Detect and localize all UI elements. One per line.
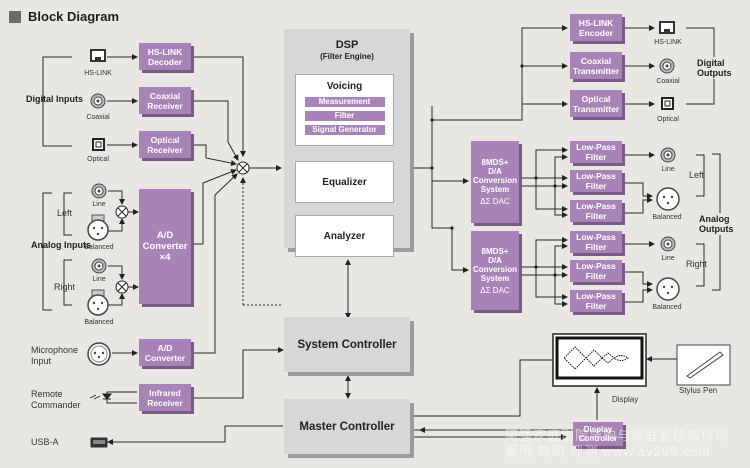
display-label: Display (612, 395, 639, 404)
system-controller-block: System Controller (284, 317, 410, 372)
measurement-strip: Measurement (304, 97, 385, 107)
optical-output-label: Optical (657, 116, 679, 123)
optical-output-port-icon (661, 97, 674, 110)
display-icon (552, 333, 647, 387)
digital-outputs-label: Digital Outputs (697, 57, 750, 79)
filter-strip: Filter (304, 111, 385, 121)
line-label: Line (92, 201, 106, 208)
title-square-icon (9, 10, 21, 23)
line-label: Line (92, 276, 106, 283)
coaxial-output-jack-icon (659, 58, 675, 74)
stylus-pen-icon (676, 344, 731, 386)
line-output-right-jack-icon (660, 236, 676, 252)
hs-link-port-icon (90, 49, 106, 62)
optical-port-icon (92, 138, 105, 151)
usb-a-port-icon (90, 437, 108, 448)
hs-link-output-port-icon (659, 21, 675, 34)
hs-link-encoder-block: HS-LINK Encoder (570, 14, 622, 41)
dac-block-2: 8MDS+ D/A Conversion System ΔΣ DAC (471, 231, 519, 310)
balanced-label: Balanced (84, 319, 114, 326)
xlr-balanced-input-right-icon (87, 289, 109, 316)
coaxial-jack-icon (90, 93, 106, 109)
coaxial-input-label: Coaxial (86, 114, 110, 121)
line-input-right-jack-icon (91, 258, 107, 274)
analog-outputs-label: Analog Outputs (699, 213, 750, 235)
left-output-channel-label: Left (689, 170, 705, 180)
xlr-balanced-output-left-icon (656, 187, 680, 211)
digital-inputs-label: Digital Inputs (26, 94, 83, 104)
balanced-label: Balanced (652, 304, 682, 311)
analog-inputs-label: Analog Inputs (31, 240, 91, 250)
optical-input-label: Optical (87, 156, 109, 163)
hs-link-input-label: HS-LINK (84, 70, 112, 77)
remote-commander-label: Remote Commander (31, 389, 81, 410)
line-input-left-jack-icon (91, 183, 107, 199)
xlr-balanced-output-right-icon (656, 277, 680, 301)
left-input-channel-label: Left (57, 208, 73, 218)
coaxial-transmitter-block: Coaxial Transmitter (570, 52, 622, 79)
usb-a-label: USB-A (31, 437, 59, 447)
line-output-left-jack-icon (660, 147, 676, 163)
infrared-receiver-block: Infrared Receiver (139, 384, 191, 411)
voicing-block: Voicing Measurement Filter Signal Genera… (295, 74, 394, 146)
balanced-label: Balanced (652, 214, 682, 221)
line-label: Line (661, 255, 675, 262)
diagram-title: Block Diagram (9, 9, 119, 24)
microphone-input-label: Microphone Input (31, 345, 79, 366)
balanced-label: Balanced (84, 244, 114, 251)
hs-link-output-label: HS-LINK (654, 39, 682, 46)
coaxial-receiver-block: Coaxial Receiver (139, 87, 191, 114)
right-output-channel-label: Right (686, 259, 708, 269)
line-label: Line (661, 166, 675, 173)
signal-mixer-icon (115, 161, 250, 294)
signal-generator-strip: Signal Generator (304, 125, 385, 135)
ad-converter-x4-block: A/D Converter ×4 (139, 189, 191, 304)
equalizer-block: Equalizer (295, 161, 394, 203)
xlr-microphone-input-icon (87, 342, 111, 366)
display-controller-block: Display Controller (573, 422, 623, 446)
analog-inputs-bracket (42, 192, 52, 311)
xlr-balanced-input-left-icon (87, 214, 109, 241)
hs-link-decoder-block: HS-LINK Decoder (139, 43, 191, 70)
right-input-channel-label: Right (54, 282, 76, 292)
digital-inputs-bracket (42, 56, 72, 147)
optical-receiver-block: Optical Receiver (139, 131, 191, 158)
stylus-pen-label: Stylus Pen (679, 386, 718, 395)
optical-transmitter-block: Optical Transmitter (570, 90, 622, 117)
analyzer-block: Analyzer (295, 215, 394, 257)
coaxial-output-label: Coaxial (656, 78, 680, 85)
dac-block-1: 8MDS+ D/A Conversion System ΔΣ DAC (471, 141, 519, 223)
master-controller-block: Master Controller (284, 399, 410, 454)
ir-receiver-diode-icon (89, 393, 113, 400)
mic-ad-converter-block: A/D Converter (139, 339, 191, 366)
